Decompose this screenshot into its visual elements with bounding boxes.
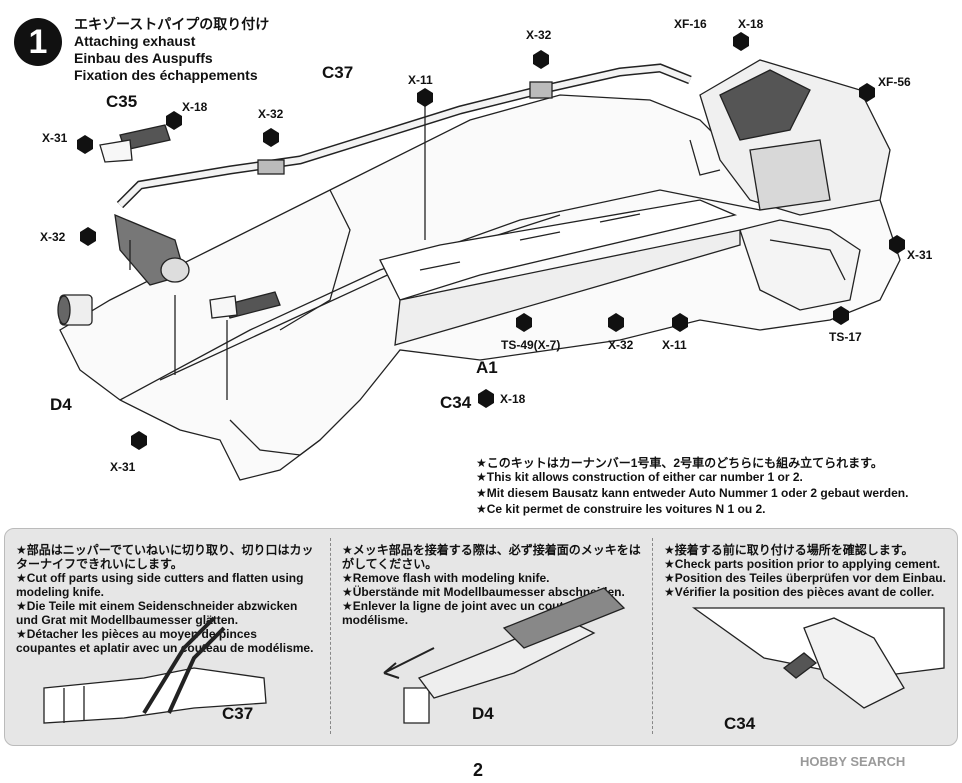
tip-right-part-label: C34 [724, 714, 756, 733]
screw-label-x31-right: X-31 [907, 248, 933, 262]
page-number: 2 [473, 760, 484, 780]
tips-illustrations [43, 587, 945, 724]
tip-left-en: ★Cut off parts using side cutters and fl… [16, 571, 304, 599]
step-title-de: Einbau des Auspuffs [74, 50, 213, 66]
tip-left-jp: ★部品はニッパーでていねいに切り取り、切り口はカッターナイフできれいにします。 [16, 543, 314, 571]
hobby-search-watermark: HOBBY SEARCH [800, 754, 906, 769]
note-en: ★This kit allows construction of either … [476, 470, 803, 484]
part-label-a1: A1 [476, 358, 498, 377]
step-title-fr: Fixation des échappements [74, 67, 258, 83]
screw-label-x11-top: X-11 [408, 73, 433, 87]
note-fr: ★Ce kit permet de construire les voiture… [476, 502, 766, 516]
step-title-jp: エキゾーストパイプの取り付け [74, 16, 270, 32]
tip-middle-en: ★Remove flash with modeling knife. [342, 571, 550, 585]
tip-left-part-label: C37 [222, 704, 254, 723]
tips-divider-2 [652, 538, 653, 734]
tip-middle-part-label: D4 [472, 704, 494, 723]
paint-label-ts17: TS-17 [829, 330, 862, 344]
paint-label-xf56: XF-56 [878, 75, 911, 89]
part-label-c35: C35 [106, 92, 138, 111]
part-label-c34: C34 [440, 393, 472, 412]
tip-left-de: ★Die Teile mit einem Seidenschneider abz… [16, 599, 298, 627]
tip-middle-jp: ★メッキ部品を接着する際は、必ず接着面のメッキをはがしてください。 [342, 543, 641, 571]
tip-right-fr: ★Vérifier la position des pièces avant d… [664, 585, 935, 599]
step-number-badge: 1 [14, 18, 62, 66]
tip-middle: ★メッキ部品を接着する際は、必ず接着面のメッキをはがしてください。 ★Remov… [342, 543, 642, 627]
tip-right: ★接着する前に取り付ける場所を確認します。 ★Check parts posit… [664, 543, 950, 599]
screw-label-x18-left: X-18 [182, 100, 208, 114]
screw-label-x32-left: X-32 [40, 230, 66, 244]
part-label-c37: C37 [322, 63, 354, 82]
paint-label-ts49: TS-49(X-7) [501, 338, 561, 352]
note-de: ★Mit diesem Bausatz kann entweder Auto N… [476, 486, 909, 500]
chassis-exhaust-illustration [57, 32, 905, 481]
screw-label-x31-bottom: X-31 [110, 460, 136, 474]
tip-right-en: ★Check parts position prior to applying … [664, 557, 941, 571]
screw-label-x32-mid: X-32 [258, 107, 284, 121]
screw-label-x11-bottom: X-11 [662, 338, 687, 352]
tip-middle-de: ★Überstände mit Modellbaumesser abschnei… [342, 585, 625, 599]
tip-right-jp: ★接着する前に取り付ける場所を確認します。 [664, 543, 914, 557]
screw-label-x18-bottom: X-18 [500, 392, 526, 406]
note-jp: ★このキットはカーナンバー1号車、2号車のどちらにも組み立てられます。 [476, 456, 883, 470]
tip-right-de: ★Position des Teiles überprüfen vor dem … [664, 571, 946, 585]
tips-divider-1 [330, 538, 331, 734]
part-label-d4: D4 [50, 395, 72, 414]
paint-label-xf16: XF-16 [674, 17, 707, 31]
step-title-en: Attaching exhaust [74, 33, 196, 49]
screw-label-x32-bottom: X-32 [608, 338, 634, 352]
screw-label-x18-top: X-18 [738, 17, 764, 31]
tip-middle-fr: ★Enlever la ligne de joint avec un coute… [342, 599, 602, 627]
screw-label-x32-top: X-32 [526, 28, 552, 42]
screw-label-x31-left: X-31 [42, 131, 68, 145]
